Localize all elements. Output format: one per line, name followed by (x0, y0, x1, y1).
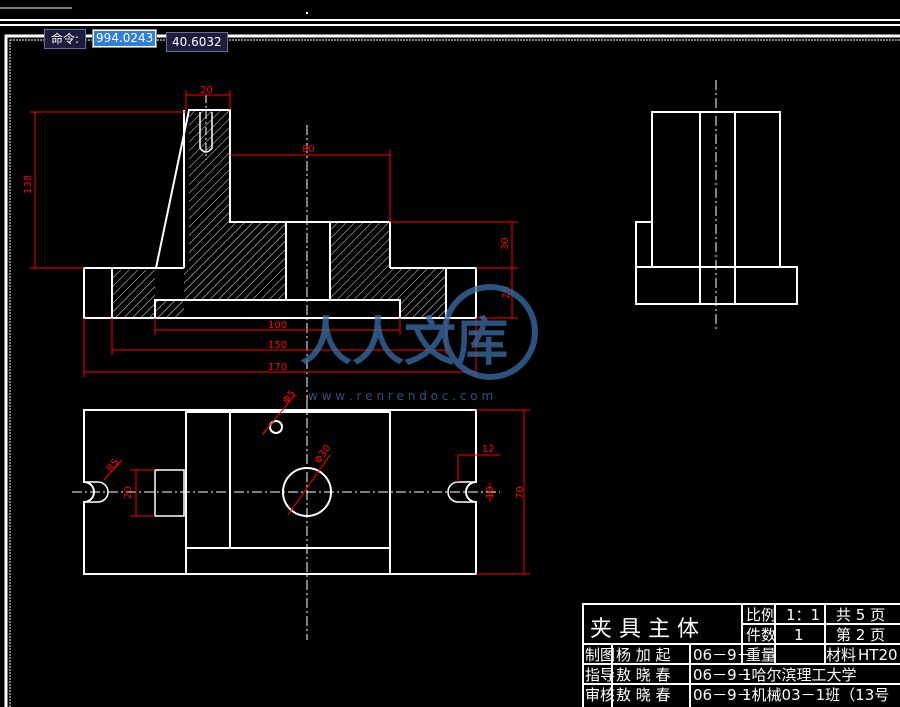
qty-value: 1 (794, 626, 804, 644)
scale-value: 1：1 (786, 606, 820, 624)
total-pages: 共 5 页 (836, 606, 885, 624)
dim-center-hole: Φ30 (313, 443, 334, 466)
command-value: 994.0243 (94, 31, 156, 46)
sheet-border (4, 34, 900, 707)
dim-slot-width: 20 (123, 486, 134, 499)
qty-label: 件数 (746, 626, 776, 644)
guide-date: 06－9－ (693, 666, 752, 684)
coordinate-input[interactable]: 40.6032 (166, 32, 228, 52)
review-name: 敖 晓 春 (616, 686, 671, 704)
material-label: 材料 (826, 646, 856, 664)
review-date: 06－9－ (693, 686, 752, 704)
drawn-date: 06－9－ (693, 646, 752, 664)
dim-inner: 100 (268, 320, 287, 331)
plan-view-dimensions (103, 394, 530, 575)
review-label: 审核 (585, 686, 615, 704)
watermark-brand: 人人文库 (300, 313, 508, 373)
command-bar: 命令: 994.0243 (44, 28, 158, 49)
command-input[interactable]: 994.0243 (92, 29, 158, 48)
weight-label: 重量 (746, 646, 776, 664)
page-number: 第 2 页 (836, 626, 885, 644)
plan-dim-labels: Φ5 R5 Φ30 20 12 10 70 (105, 388, 526, 499)
dim-right-h1: 30 (500, 237, 511, 250)
dim-slot-left: R5 (105, 457, 122, 474)
dim-total: 170 (268, 362, 287, 373)
drawn-name: 杨 加 起 (616, 646, 671, 664)
material-value: HT20 (858, 646, 898, 664)
dim-left-height: 138 (23, 175, 34, 194)
dim-right-slot: 10 (485, 486, 496, 499)
watermark: 人人文库 w w w . r e n r e n d o c . c o m (300, 284, 538, 403)
section-hatch-right (330, 222, 445, 318)
scale-label: 比例 (746, 606, 776, 624)
drawn-label: 制图 (585, 646, 615, 664)
dim-small-hole: Φ5 (281, 388, 299, 406)
school-name: 1哈尔滨理工大学 (742, 666, 857, 684)
dim-mid: 150 (268, 340, 287, 351)
title-block (582, 603, 900, 707)
drawing-title: 夹 具 主 体 (590, 617, 699, 642)
side-view[interactable] (635, 80, 798, 330)
top-toolbar-lines (0, 7, 900, 26)
dim-step-width: 80 (302, 144, 315, 155)
watermark-url: w w w . r e n r e n d o c . c o m (308, 389, 493, 403)
class-name: 1机械03－1班（13号 (742, 686, 889, 704)
command-label: 命令: (44, 28, 87, 49)
dim-plan-height: 70 (515, 486, 526, 499)
dim-right-small: 12 (482, 444, 495, 455)
section-hatch-left (112, 110, 286, 318)
front-view[interactable] (83, 95, 477, 400)
guide-label: 指导 (585, 666, 615, 684)
title-block-text: 夹 具 主 体 比例 1：1 共 5 页 件数 1 第 2 页 重量 材料 HT… (585, 606, 898, 704)
dim-top-width: 20 (200, 85, 213, 96)
plan-view[interactable] (72, 400, 500, 640)
guide-name: 敖 晓 春 (616, 666, 671, 684)
